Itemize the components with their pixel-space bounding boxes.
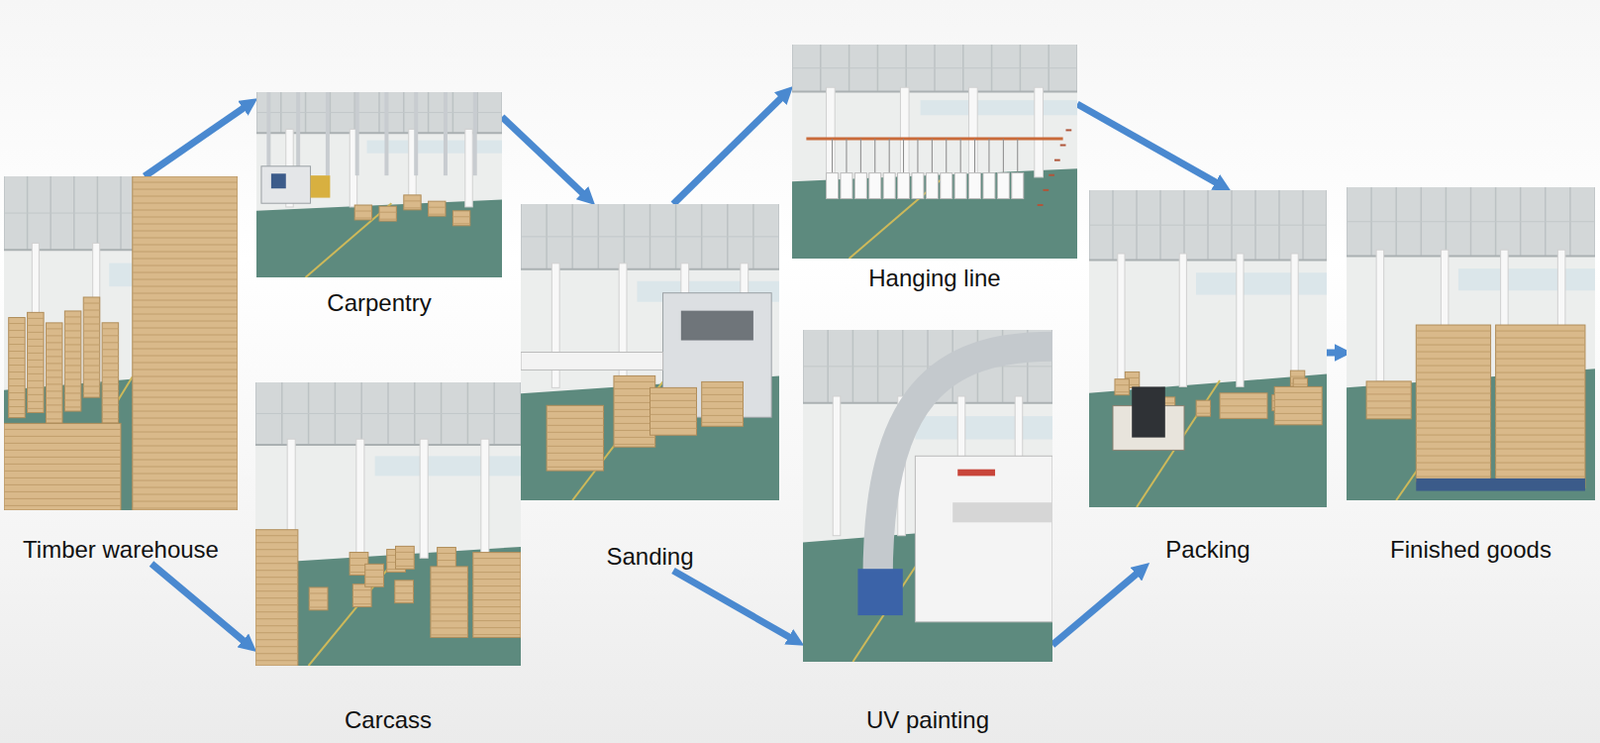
step-label: Carcass — [255, 705, 521, 734]
factory-photo — [802, 329, 1053, 662]
flow-arrow — [673, 95, 784, 204]
factory-photo — [256, 92, 502, 278]
factory-photo — [520, 203, 780, 500]
factory-photo — [3, 176, 238, 510]
step-label: Hanging line — [792, 264, 1078, 293]
flow-arrow — [151, 563, 247, 643]
flow-arrow — [1052, 571, 1140, 645]
process-step: Timber warehouse — [3, 176, 238, 564]
process-step: Packing — [1089, 190, 1327, 564]
factory-photo — [255, 382, 521, 666]
factory-photo — [1346, 187, 1596, 500]
process-step: Carpentry — [256, 92, 502, 317]
step-label: Sanding — [520, 542, 780, 571]
factory-photo — [792, 44, 1078, 259]
flow-arrow — [1077, 103, 1220, 185]
step-label: Carpentry — [256, 289, 502, 317]
process-step: Carcass — [255, 382, 521, 734]
flow-arrow — [673, 570, 794, 639]
flow-arrow — [1326, 349, 1339, 357]
process-step: Finished goods — [1346, 187, 1596, 564]
step-label: Packing — [1089, 535, 1327, 564]
process-step: Sanding — [520, 203, 780, 571]
step-label: Timber warehouse — [3, 535, 238, 564]
step-label: UV painting — [802, 705, 1053, 734]
step-label: Finished goods — [1346, 535, 1596, 564]
flow-arrow — [144, 105, 247, 177]
process-step: Hanging line — [792, 44, 1078, 293]
flow-arrow — [501, 116, 586, 197]
process-step: UV painting — [802, 329, 1053, 734]
factory-photo — [1089, 190, 1327, 507]
